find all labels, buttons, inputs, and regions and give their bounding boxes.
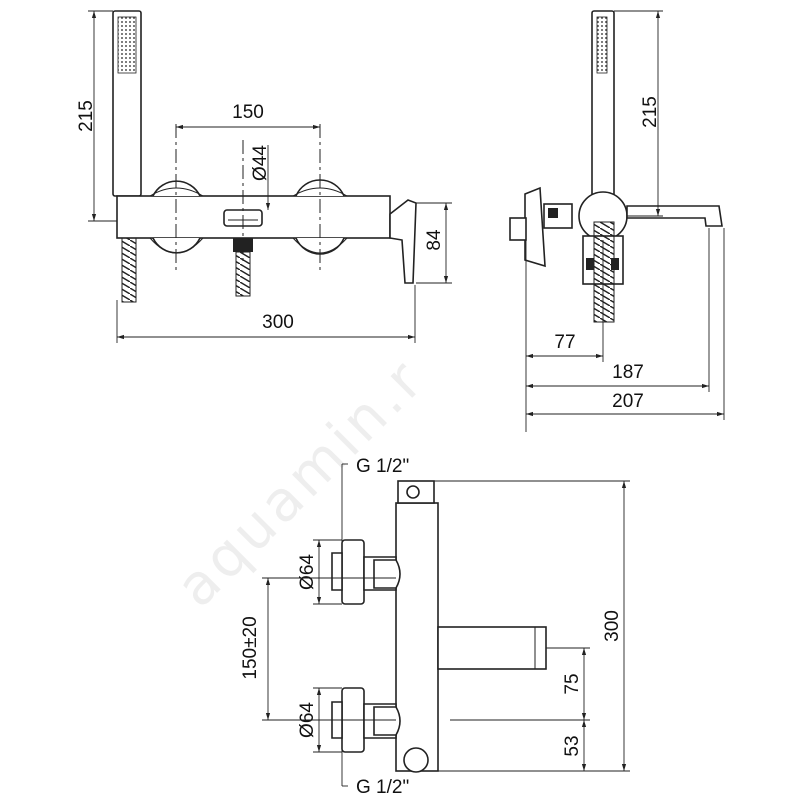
side-spout [626, 205, 723, 227]
dim-75: 75 [562, 673, 583, 694]
thread-label-top: G 1/2" [356, 456, 409, 477]
side-view: 215 77 187 207 [509, 10, 725, 432]
side-flange [524, 186, 546, 268]
mixer-body [116, 195, 391, 239]
thread-label-bottom: G 1/2" [356, 777, 409, 798]
top-outlet [403, 747, 429, 773]
top-spout [437, 626, 547, 670]
hand-shower-hose [121, 237, 137, 303]
dim-77: 77 [554, 332, 575, 353]
front-view: 215 150 Ø44 84 300 [76, 10, 452, 343]
shower-spray-face [117, 16, 137, 74]
dim-diameter-44: Ø44 [250, 145, 271, 181]
dim-84: 84 [424, 229, 445, 251]
connection-top-flange [341, 539, 365, 605]
dim-207: 207 [612, 391, 644, 412]
dim-150-20: 150±20 [240, 616, 261, 679]
dim-300-front: 300 [262, 312, 294, 333]
dim-150-front: 150 [232, 102, 264, 123]
dim-187: 187 [612, 362, 644, 383]
lever-handle [389, 199, 417, 284]
dim-215-front: 215 [76, 100, 97, 132]
top-view: G 1/2" G 1/2" Ø64 Ø64 150±20 300 75 53 [240, 456, 630, 798]
dim-53: 53 [562, 735, 583, 756]
dim-diameter-64-top: Ø64 [297, 554, 318, 590]
top-body [395, 502, 439, 772]
dim-215-side: 215 [640, 96, 661, 128]
dim-300-top: 300 [602, 610, 623, 642]
